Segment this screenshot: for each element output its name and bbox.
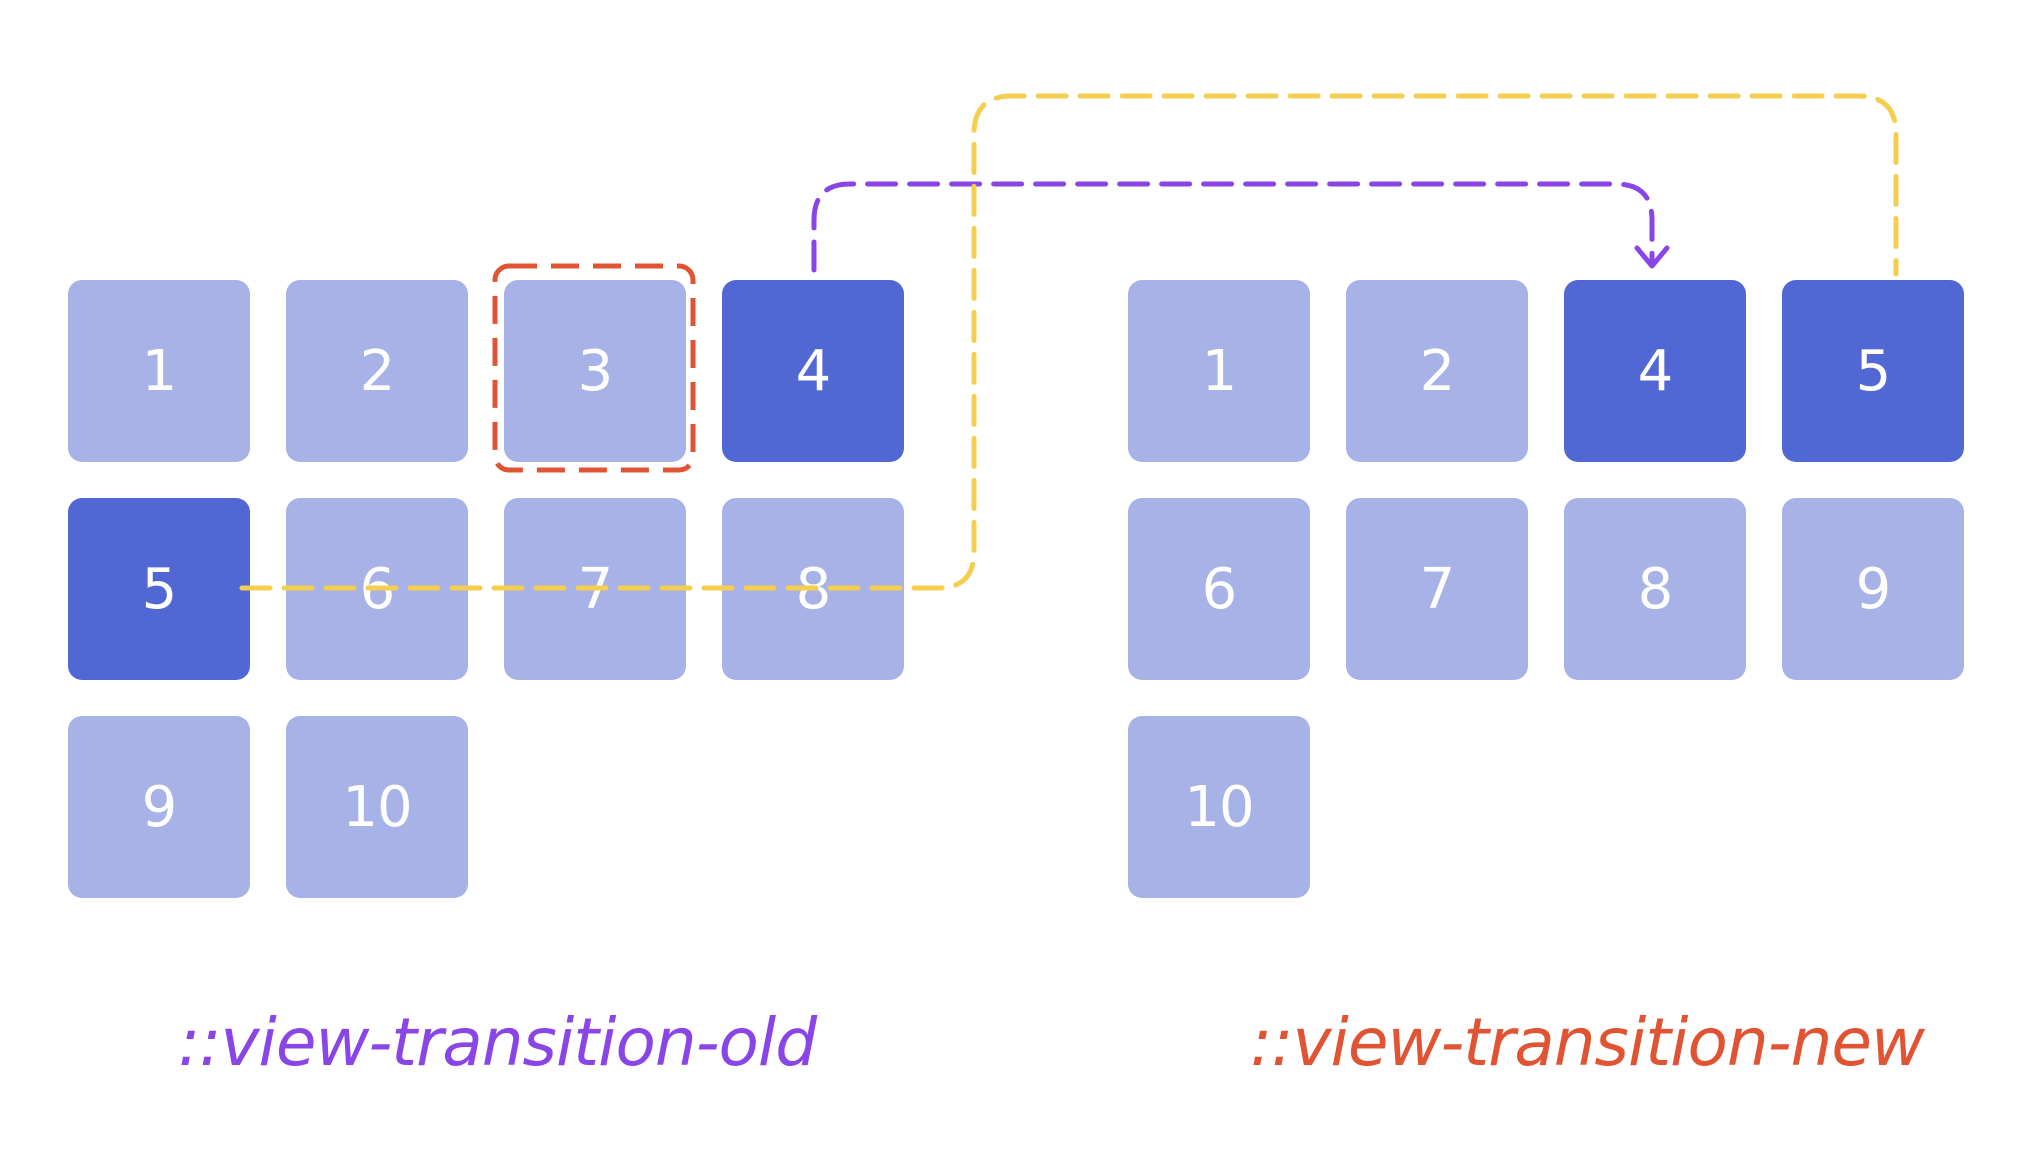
old-tile-4: 4 — [722, 280, 904, 462]
purple-connector-path — [811, 181, 1655, 273]
old-tile-10: 10 — [286, 716, 468, 898]
new-tile-8: 8 — [1564, 498, 1746, 680]
new-tile-1: 1 — [1128, 280, 1310, 462]
new-tile-6: 6 — [1128, 498, 1310, 680]
old-tile-3: 3 — [504, 280, 686, 462]
new-tile-7: 7 — [1346, 498, 1528, 680]
new-tile-9: 9 — [1782, 498, 1964, 680]
new-caption: ::view-transition-new — [1250, 1004, 1925, 1081]
new-tile-10: 10 — [1128, 716, 1310, 898]
old-tile-1: 1 — [68, 280, 250, 462]
old-tile-7: 7 — [504, 498, 686, 680]
old-tile-5: 5 — [68, 498, 250, 680]
old-tile-2: 2 — [286, 280, 468, 462]
old-tile-8: 8 — [722, 498, 904, 680]
new-tile-4: 4 — [1564, 280, 1746, 462]
old-caption: ::view-transition-old — [178, 1004, 817, 1081]
purple-arrowhead-icon — [1634, 245, 1670, 269]
old-tile-9: 9 — [68, 716, 250, 898]
new-tile-2: 2 — [1346, 280, 1528, 462]
old-tile-6: 6 — [286, 498, 468, 680]
new-tile-5: 5 — [1782, 280, 1964, 462]
